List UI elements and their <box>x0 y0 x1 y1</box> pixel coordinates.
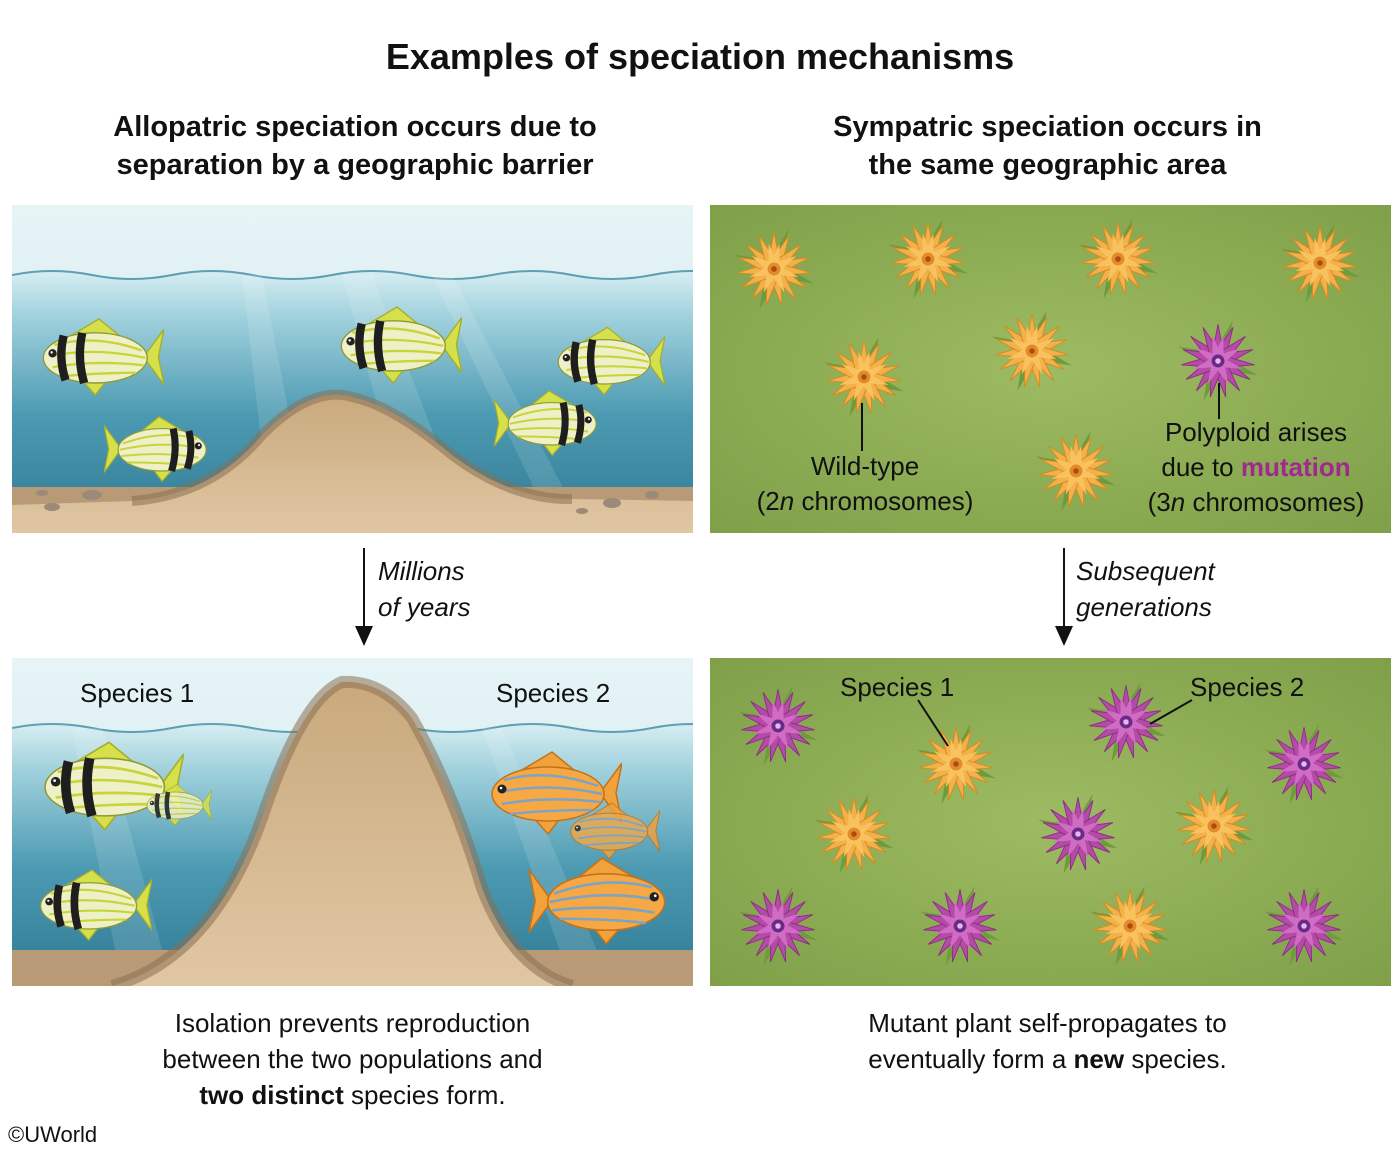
sympatric-after-panel <box>710 658 1391 986</box>
polyploid-line3-pre: (3 <box>1147 487 1171 517</box>
figure-title: Examples of speciation mechanisms <box>385 36 1015 77</box>
polyploid-line3: (3n chromosomes) <box>1120 485 1392 520</box>
allopatric-caption-rest: species form. <box>343 1080 506 1110</box>
sympatric-caption-pre: eventually form a <box>868 1044 1074 1074</box>
polyploid-line1: Polyploid arises <box>1164 417 1348 447</box>
allopatric-species2-label: Species 2 <box>496 678 611 708</box>
wildtype-line1: Wild-type <box>810 451 920 481</box>
allopatric-caption-line3: two distinct species form. <box>12 1077 693 1113</box>
down-arrow-icon <box>352 548 376 648</box>
wildtype-label: Wild-type (2n chromosomes) <box>725 449 1005 519</box>
allopatric-before-panel <box>12 205 693 533</box>
allopatric-arrow-label: Millions of years <box>378 553 578 625</box>
wildtype-line2-n: n <box>779 486 795 516</box>
sympatric-caption-line1: Mutant plant self-propagates to <box>868 1008 1227 1038</box>
sympatric-caption: Mutant plant self-propagates to eventual… <box>710 1005 1385 1077</box>
allopatric-arrow-line1: Millions <box>378 556 465 586</box>
allopatric-caption-line1: Isolation prevents reproduction <box>174 1008 531 1038</box>
copyright: ©UWorld <box>8 1122 98 1147</box>
allopatric-caption: Isolation prevents reproduction between … <box>12 1005 693 1113</box>
sympatric-heading-line1: Sympatric speciation occurs in <box>833 111 1262 143</box>
polyploid-line3-n: n <box>1170 487 1186 517</box>
sympatric-arrow-label: Subsequent generations <box>1076 553 1296 625</box>
sympatric-heading-line2: the same geographic area <box>868 149 1227 181</box>
wildtype-line2-pre: (2 <box>756 486 780 516</box>
wildtype-line2: (2n chromosomes) <box>725 484 1005 519</box>
mutation-highlight: mutation <box>1240 452 1351 482</box>
allopatric-caption-line2: between the two populations and <box>162 1044 543 1074</box>
sympatric-arrow-line2: generations <box>1076 592 1212 622</box>
sympatric-before-panel <box>710 205 1391 533</box>
sympatric-arrow-line1: Subsequent <box>1076 556 1215 586</box>
allopatric-heading: Allopatric speciation occurs due to sepa… <box>10 108 700 184</box>
sympatric-caption-bold: new <box>1073 1044 1125 1074</box>
allopatric-heading-line2: separation by a geographic barrier <box>116 149 594 181</box>
polyploid-line2-pre: due to <box>1161 452 1241 482</box>
allopatric-arrow-line2: of years <box>378 592 471 622</box>
polyploid-label: Polyploid arises due to mutation (3n chr… <box>1120 415 1392 520</box>
allopatric-heading-line1: Allopatric speciation occurs due to <box>113 111 597 143</box>
allopatric-species1-label: Species 1 <box>80 678 195 708</box>
sympatric-species1-label: Species 1 <box>840 672 955 702</box>
sympatric-caption-line2: eventually form a new species. <box>710 1041 1385 1077</box>
sympatric-species2-label: Species 2 <box>1190 672 1305 702</box>
wildtype-line2-post: chromosomes) <box>794 486 974 516</box>
polyploid-line2: due to mutation <box>1120 450 1392 485</box>
sympatric-caption-post: species. <box>1124 1044 1227 1074</box>
sympatric-heading: Sympatric speciation occurs in the same … <box>710 108 1385 184</box>
allopatric-after-panel <box>12 658 693 986</box>
down-arrow-icon <box>1052 548 1076 648</box>
polyploid-line3-post: chromosomes) <box>1185 487 1365 517</box>
allopatric-caption-bold: two distinct <box>199 1080 344 1110</box>
